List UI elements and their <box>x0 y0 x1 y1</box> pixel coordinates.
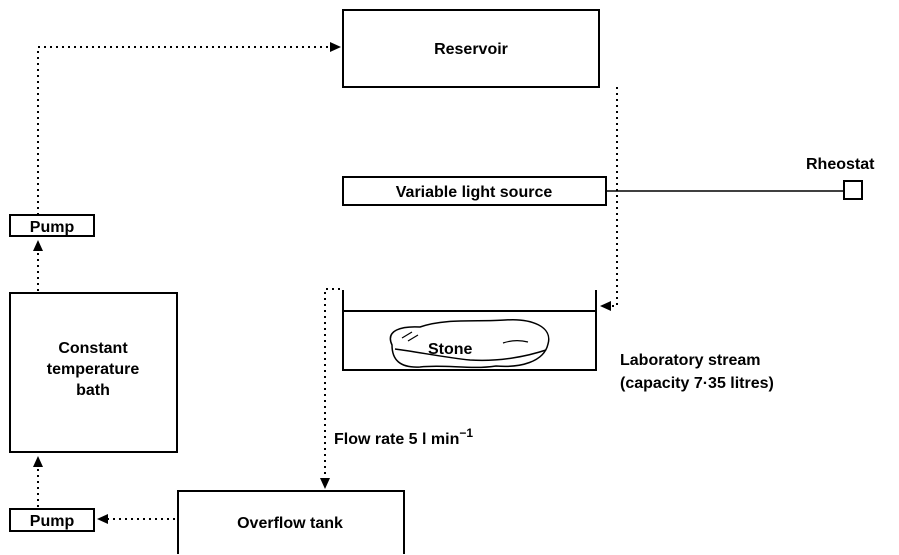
bath-label-line2: temperature <box>47 361 140 378</box>
pump-lower-label: Pump <box>30 513 75 530</box>
arrowhead-pump-upper <box>33 240 43 251</box>
pump-lower-box <box>9 508 95 532</box>
reservoir-box <box>342 9 600 88</box>
reservoir-label: Reservoir <box>434 41 508 58</box>
arrowhead-overflow <box>320 478 330 489</box>
stream-tray <box>342 290 597 371</box>
stream-label-line1: Laboratory stream <box>620 352 761 369</box>
stone-label: Stone <box>428 341 473 358</box>
arrowhead-pump-lower <box>97 514 108 524</box>
rheostat-label: Rheostat <box>806 156 875 173</box>
stone-outline <box>389 318 550 369</box>
pump-upper-box <box>9 214 95 237</box>
bath-label-line1: Constant <box>58 340 128 357</box>
overflow-tank: Overflow tank <box>177 490 405 554</box>
arrowhead-bath <box>33 456 43 467</box>
stone-hatch-mark-2 <box>502 340 529 344</box>
stone-hatch-mark <box>401 331 419 342</box>
pump-lower: Pump <box>9 508 95 532</box>
flow-reservoir-to-stream <box>611 87 618 307</box>
pump-upper: Pump <box>9 214 95 237</box>
bath-box <box>9 292 178 453</box>
flow-pump-to-reservoir <box>37 46 330 215</box>
laboratory-stream: Stone <box>342 290 597 371</box>
rheostat-symbol <box>843 180 863 200</box>
rheostat: Rheostat <box>806 156 875 200</box>
arrowhead-stream <box>600 301 611 311</box>
overflow-tank-label: Overflow tank <box>237 515 343 532</box>
flow-rate-label: Flow rate 5 l min−1 <box>334 426 473 448</box>
pump-upper-label: Pump <box>30 219 75 236</box>
light-source-label: Variable light source <box>396 184 553 201</box>
overflow-tank-box <box>177 490 405 554</box>
flow-stream-to-overflow <box>324 288 340 478</box>
bath-label-line3: bath <box>76 382 110 399</box>
flow-rate-text: Flow rate 5 l min <box>334 431 459 448</box>
arrowhead-reservoir <box>330 42 341 52</box>
stone-hatch-line <box>394 348 547 362</box>
light-source-box <box>342 176 607 206</box>
flow-rate-exponent: −1 <box>459 426 473 440</box>
stream-label-line2: (capacity 7·35 litres) <box>620 375 774 392</box>
variable-light-source: Variable light source <box>342 176 607 206</box>
reservoir: Reservoir <box>342 9 600 88</box>
constant-temperature-bath: Constant temperature bath <box>9 292 178 453</box>
